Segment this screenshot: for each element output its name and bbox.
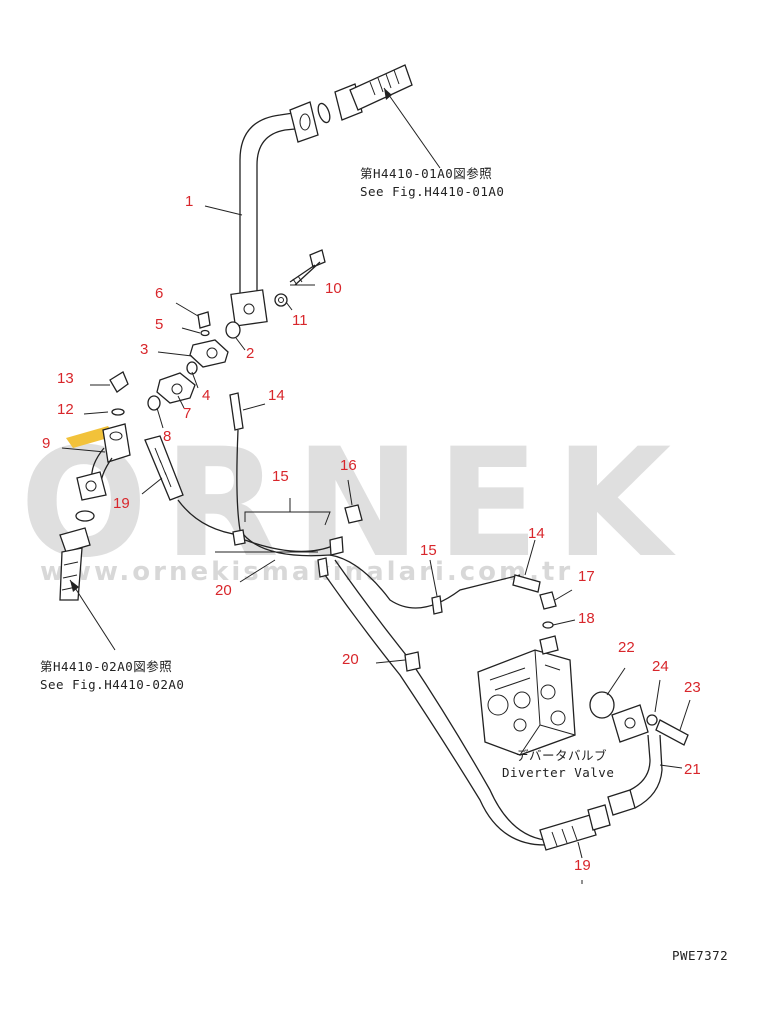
callout-15-right: 15 <box>420 542 437 559</box>
callout-10: 10 <box>325 280 342 297</box>
part-20-clamp <box>404 651 421 672</box>
part-9-block <box>66 423 131 522</box>
callout-11: 11 <box>292 312 308 329</box>
part-11-washer <box>274 293 288 307</box>
part-6-bolt <box>197 311 211 329</box>
part-12-oring <box>111 408 125 416</box>
part-8-oring <box>147 395 161 411</box>
ref-top-jp: 第H4410-01A0図参照 <box>360 166 492 181</box>
part-22-oring <box>589 691 615 719</box>
callout-4: 4 <box>202 387 210 404</box>
watermark: ORNEK www.ornekismakinalari.com.tr <box>20 417 671 591</box>
ref-top-en: See Fig.H4410-01A0 <box>360 184 504 199</box>
part-5-washer <box>200 329 210 337</box>
callout-19-upper: 19 <box>113 495 130 512</box>
callout-22: 22 <box>618 639 635 656</box>
part-17-elbow <box>539 591 557 610</box>
clamp-left <box>232 529 246 546</box>
watermark-url: www.ornekismakinalari.com.tr <box>40 557 573 587</box>
callout-20-upper: 20 <box>215 582 232 599</box>
valve-label-jp: デバータバルブ <box>516 748 607 763</box>
callout-18: 18 <box>578 610 595 627</box>
part-2-oring <box>225 321 241 339</box>
part-18-oring <box>542 621 554 629</box>
callout-14-upper: 14 <box>268 387 285 404</box>
part-13-elbow <box>109 371 129 393</box>
part-14-hose-upper <box>229 392 521 609</box>
callout-6: 6 <box>155 285 163 302</box>
callout-9: 9 <box>42 435 50 452</box>
diverter-valve-body <box>477 635 576 756</box>
callout-1: 1 <box>185 193 193 210</box>
part-10-bolt <box>289 249 326 286</box>
valve-label-en: Diverter Valve <box>502 765 614 780</box>
callout-5: 5 <box>155 316 163 333</box>
callout-21: 21 <box>684 761 701 778</box>
part-24-washer <box>646 714 658 726</box>
drawing-code: PWE7372 <box>672 948 728 963</box>
part-1-pipe <box>230 64 413 327</box>
clamp-lower <box>317 557 329 578</box>
callout-16: 16 <box>340 457 357 474</box>
ref-bottom-jp: 第H4410-02A0図参照 <box>40 659 172 674</box>
part-16-bolt <box>344 504 363 524</box>
part-3-flange <box>189 339 229 368</box>
part-23-bolt <box>655 719 689 746</box>
part-7-flange <box>156 372 196 404</box>
part-14-hose-right <box>512 574 541 593</box>
part-21-pipe <box>607 704 663 816</box>
part-4-oring <box>186 361 198 375</box>
callout-12: 12 <box>57 401 74 418</box>
clamp-mid <box>329 536 344 556</box>
callout-8: 8 <box>163 428 171 445</box>
callout-17: 17 <box>578 568 595 585</box>
callout-20-lower: 20 <box>342 651 359 668</box>
leader-lines <box>61 205 691 884</box>
callouts: 1 2 3 4 5 6 7 8 9 10 11 12 13 14 14 15 1… <box>42 193 701 874</box>
callout-23: 23 <box>684 679 701 696</box>
callout-19-lower: 19 <box>574 857 591 874</box>
part-19-hose-lower <box>539 804 611 851</box>
part-15-clamp <box>431 595 443 615</box>
callout-24: 24 <box>652 658 669 675</box>
callout-3: 3 <box>140 341 148 358</box>
callout-13: 13 <box>57 370 74 387</box>
callout-15-upper: 15 <box>272 468 289 485</box>
ref-bottom-en: See Fig.H4410-02A0 <box>40 677 184 692</box>
callout-7: 7 <box>183 405 191 422</box>
callout-2: 2 <box>246 345 254 362</box>
callout-14-right: 14 <box>528 525 545 542</box>
